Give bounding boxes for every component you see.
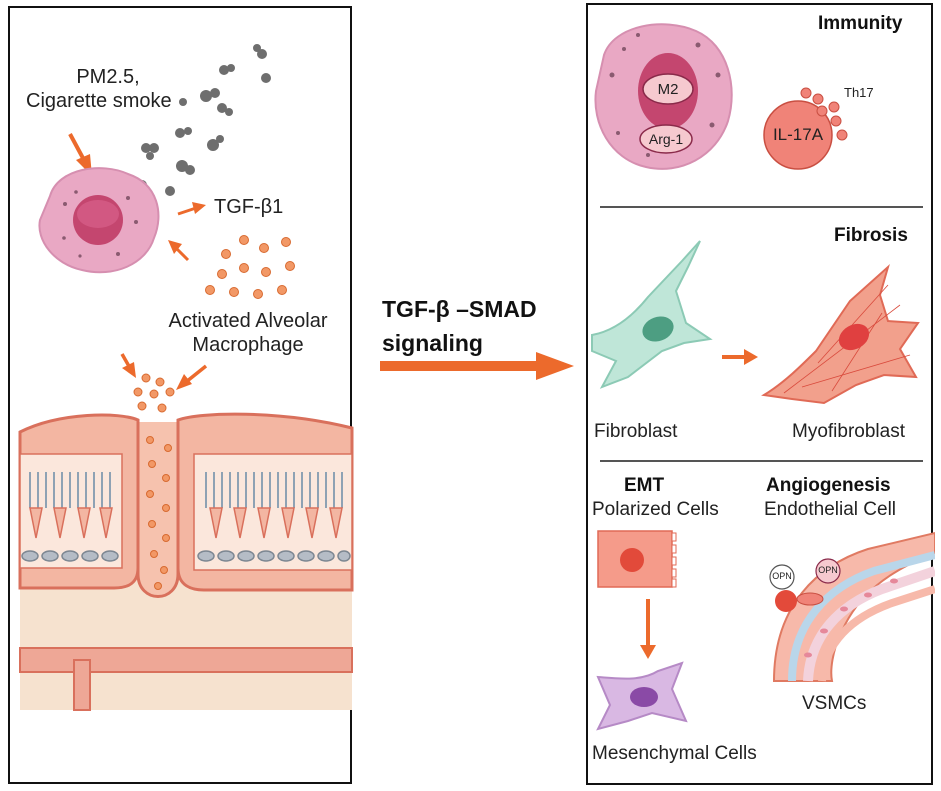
emt-arrow [640,599,656,659]
myofibroblast-label: Myofibroblast [792,421,905,442]
mesenchymal-cell [596,661,688,731]
opn-label-2: OPN [818,565,838,575]
vsmcs-label: VSMCs [802,693,867,714]
endothelial-cell-label: Endothelial Cell [764,499,897,520]
il17a-label: IL-17A [772,125,824,144]
fibrosis-arrow [722,349,758,365]
m2-label: M2 [657,81,679,98]
alveolar-tissue [18,412,354,711]
emt-title: EMT [624,475,665,496]
tgf-beta1-label: TGF-β1 [214,196,284,218]
arrows-to-surface [120,353,208,390]
blood-vessel [769,531,935,682]
tgf-arrows [168,202,206,262]
opn-label-1: OPN [772,571,792,581]
signaling-title-line2: signaling [382,330,483,356]
th17-label: Th17 [844,85,874,100]
fibroblast-label: Fibroblast [594,421,678,442]
right-panel: Immunity M2 Arg-1 Th17 IL-17A Fibrosis F… [586,3,935,785]
cigarette-smoke-label: Cigarette smoke [26,90,172,112]
polarized-cells-label: Polarized Cells [592,499,719,520]
pm25-label: PM2.5, [76,66,140,88]
arg1-label: Arg-1 [648,131,684,147]
il17a-cell [763,87,848,170]
myofibroblast-cell [761,263,920,405]
mesenchymal-cells-label: Mesenchymal Cells [592,743,757,764]
m2-macrophage [594,23,733,170]
macrophage-label-line1: Activated Alveolar [168,310,328,332]
signaling-title-line1: TGF-β –SMAD [382,296,537,322]
lung-illustration [18,44,354,711]
fibrosis-title: Fibrosis [834,225,908,246]
angiogenesis-title: Angiogenesis [766,475,891,496]
macrophage-label-line2: Macrophage [192,334,304,356]
left-panel: PM2.5, Cigarette smoke TGF-β1 Activated … [8,6,354,784]
smoke-particles [137,44,271,196]
alveolar-macrophage [38,167,160,274]
outcomes-illustration [591,23,935,731]
immunity-title: Immunity [818,13,903,34]
tgf-molecules [205,235,295,299]
fibroblast-cell [591,240,713,389]
polarized-cell [597,530,677,588]
surface-particles [133,373,175,413]
